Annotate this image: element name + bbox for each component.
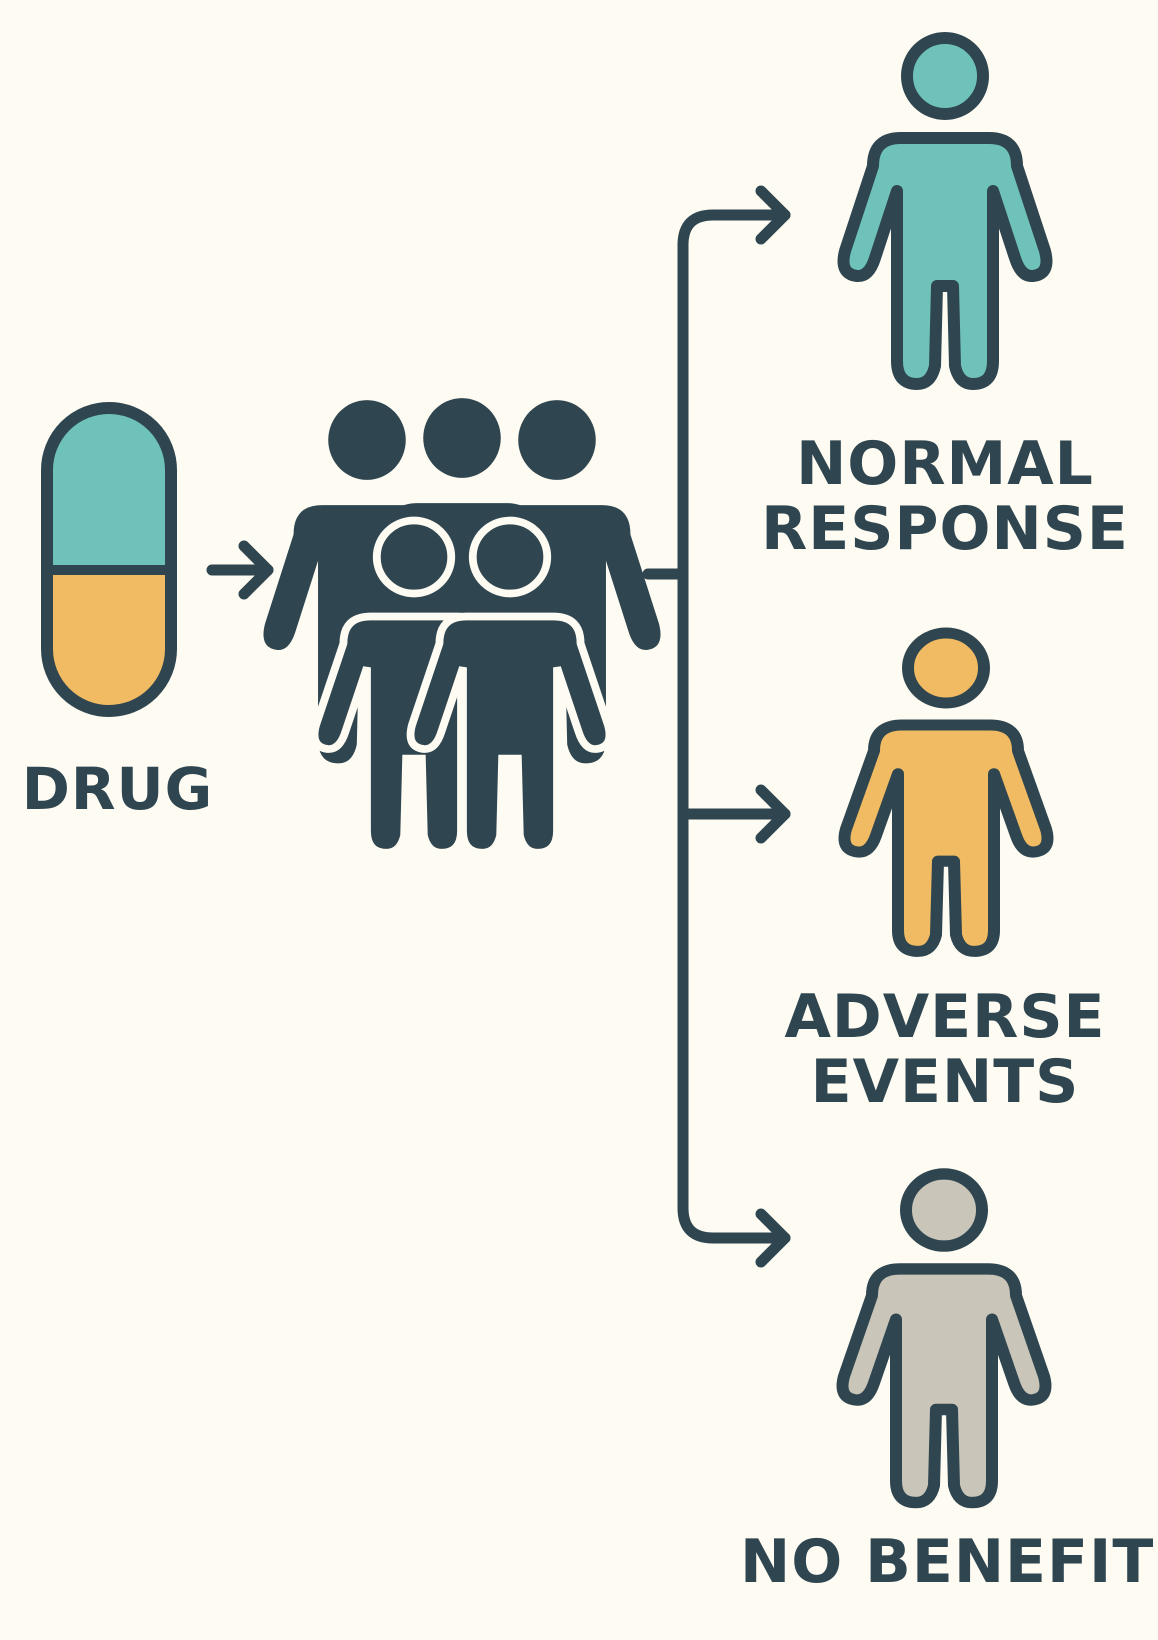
outcome-label-adverse-events: ADVERSE EVENTS: [740, 985, 1150, 1115]
outcome-label-line2: RESPONSE: [761, 493, 1129, 564]
outcome-label-line2: EVENTS: [810, 1046, 1080, 1117]
group-of-people-icon: [263, 398, 661, 853]
arrow-drug-to-population: [206, 540, 274, 600]
person-icon-no-benefit: [843, 1174, 1046, 1503]
drug-label: DRUG: [21, 755, 214, 823]
capsule-bottom-half: [47, 570, 171, 711]
outcome-label-line1: NO BENEFIT: [740, 1527, 1155, 1597]
branch-connector: [642, 185, 791, 1268]
outcome-label-line1: ADVERSE: [784, 982, 1106, 1052]
outcome-label-no-benefit: NO BENEFIT: [740, 1527, 1155, 1597]
person-icon-adverse: [845, 633, 1048, 951]
capsule-icon: [41, 402, 177, 717]
capsule-top-half: [47, 408, 171, 570]
outcome-label-line1: NORMAL: [796, 429, 1094, 499]
outcome-label-normal-response: NORMAL RESPONSE: [740, 432, 1150, 562]
person-icon-normal: [844, 38, 1047, 384]
capsule-outline: [41, 402, 177, 717]
